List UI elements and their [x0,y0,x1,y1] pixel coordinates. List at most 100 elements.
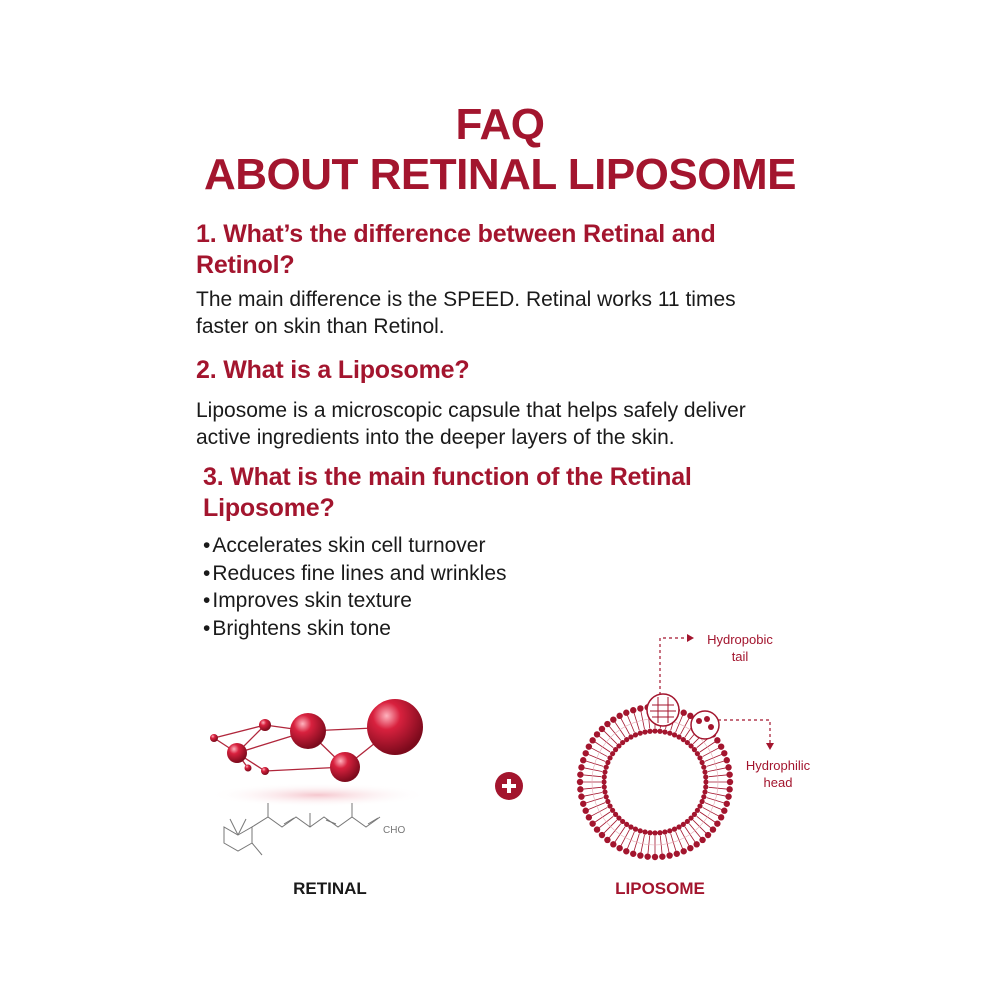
lipid-head [703,779,709,785]
lipid-head [637,705,644,712]
lipid-head [623,709,630,716]
lipid-head [585,743,593,750]
lipid-head [610,841,617,848]
lipid-head [598,725,606,733]
lipid-head [609,807,616,813]
lipid-head [699,798,705,805]
faq-question-3-line-1: 3. What is the main function of the Reti… [203,463,692,491]
lipid-head [697,755,703,761]
lipid-head [699,836,706,844]
lipid-head [616,743,622,749]
lipid-head [604,720,611,728]
lipid-head [604,836,611,844]
lipid-head [693,841,700,848]
lipid-head [601,774,607,780]
faq-answer-2-line-2: active ingredients into the deeper layer… [196,426,675,449]
lipid-head [603,794,609,800]
lipid-head [701,764,707,770]
lipid-head [577,786,584,793]
lipid-head [577,771,584,778]
lipid-head [702,769,708,775]
lipid-head [667,730,673,736]
lipid-head [607,755,613,761]
lipid-head [659,853,666,860]
lipid-head [578,764,585,771]
lipid-head [652,728,658,734]
faq-question-2: 2. What is a Liposome? [196,355,470,386]
lipid-head [607,803,613,809]
liposome-label: LIPOSOME [615,879,705,898]
lipid-head [680,709,687,716]
lipid-head [605,798,611,805]
lipid-head [726,778,734,786]
hydrophobic-tail-label: Hydropobic tail [700,631,780,665]
lipid-head [723,757,730,764]
lipid-head [624,736,630,743]
lipid-head [702,789,708,795]
faq-answer-2: Liposome is a microscopic capsule that h… [196,397,746,451]
lipid-head [697,803,703,809]
lipid-head [662,729,668,735]
lipid-head [578,793,585,800]
lipid-head [585,814,593,821]
lipid-head [717,814,725,821]
lipid-head [593,731,601,738]
faq-question-1: 1. What’s the difference between Retinal… [196,219,716,281]
lipid-head [605,759,611,766]
faq-question-1-line-1: 1. What’s the difference between Retinal… [196,220,716,248]
lipid-head [703,774,709,780]
lipid-head [616,712,623,720]
lipid-head [671,826,678,832]
faq-answer-3: Accelerates skin cell turnover Reduces f… [203,532,507,643]
lipid-head [704,831,712,839]
lipid-head [723,800,730,807]
lipid-head [694,807,701,813]
lipid-head [726,786,733,793]
lipid-head [589,737,596,744]
lipid-head [714,820,721,827]
lipid-head [687,844,694,852]
lipid-head [602,769,608,775]
lipid-head [687,712,694,720]
lipid-head [701,794,707,800]
lipid-head [623,848,630,855]
lipid-head [582,807,589,814]
lipid-head [709,826,717,833]
lipid-head [647,830,653,836]
lipid-head [616,844,623,852]
lipid-head [598,831,606,839]
lipid-head [725,793,732,800]
lipid-head [688,743,694,749]
lipid-head [691,811,698,817]
list-item: Improves skin texture [203,587,507,615]
lipid-head [694,751,701,757]
lipid-head [593,826,601,833]
lipid-head [632,732,639,738]
faq-question-2-line-1: 2. What is a Liposome? [196,356,470,384]
list-item: Accelerates skin cell turnover [203,532,507,560]
liposome-illustration [576,634,774,861]
lipid-head [657,830,663,836]
hydrophilic-head-label: Hydrophilic head [733,757,823,791]
faq-question-1-line-2: Retinol? [196,251,295,279]
lipid-head [576,778,584,786]
atom [210,734,218,742]
lipid-head [637,828,643,834]
lipid-head [630,850,637,857]
lipid-head [612,811,619,817]
lipid-head [612,747,619,753]
plus-circle-icon [495,772,523,800]
lipid-head [601,779,607,785]
lipid-head [721,750,728,757]
title-line-2: ABOUT RETINAL LIPOSOME [204,150,796,199]
cho-label: CHO [383,825,405,836]
tail-arrow-head [687,634,694,642]
lipid-head [589,820,596,827]
lipid-head [644,853,651,860]
lipid-head [721,807,728,814]
list-item: Brightens skin tone [203,615,507,643]
lipid-head [624,821,630,828]
lipid-bilayer-ring [576,703,734,861]
lipid-head [726,771,733,778]
head-zoom-circle [690,710,720,740]
